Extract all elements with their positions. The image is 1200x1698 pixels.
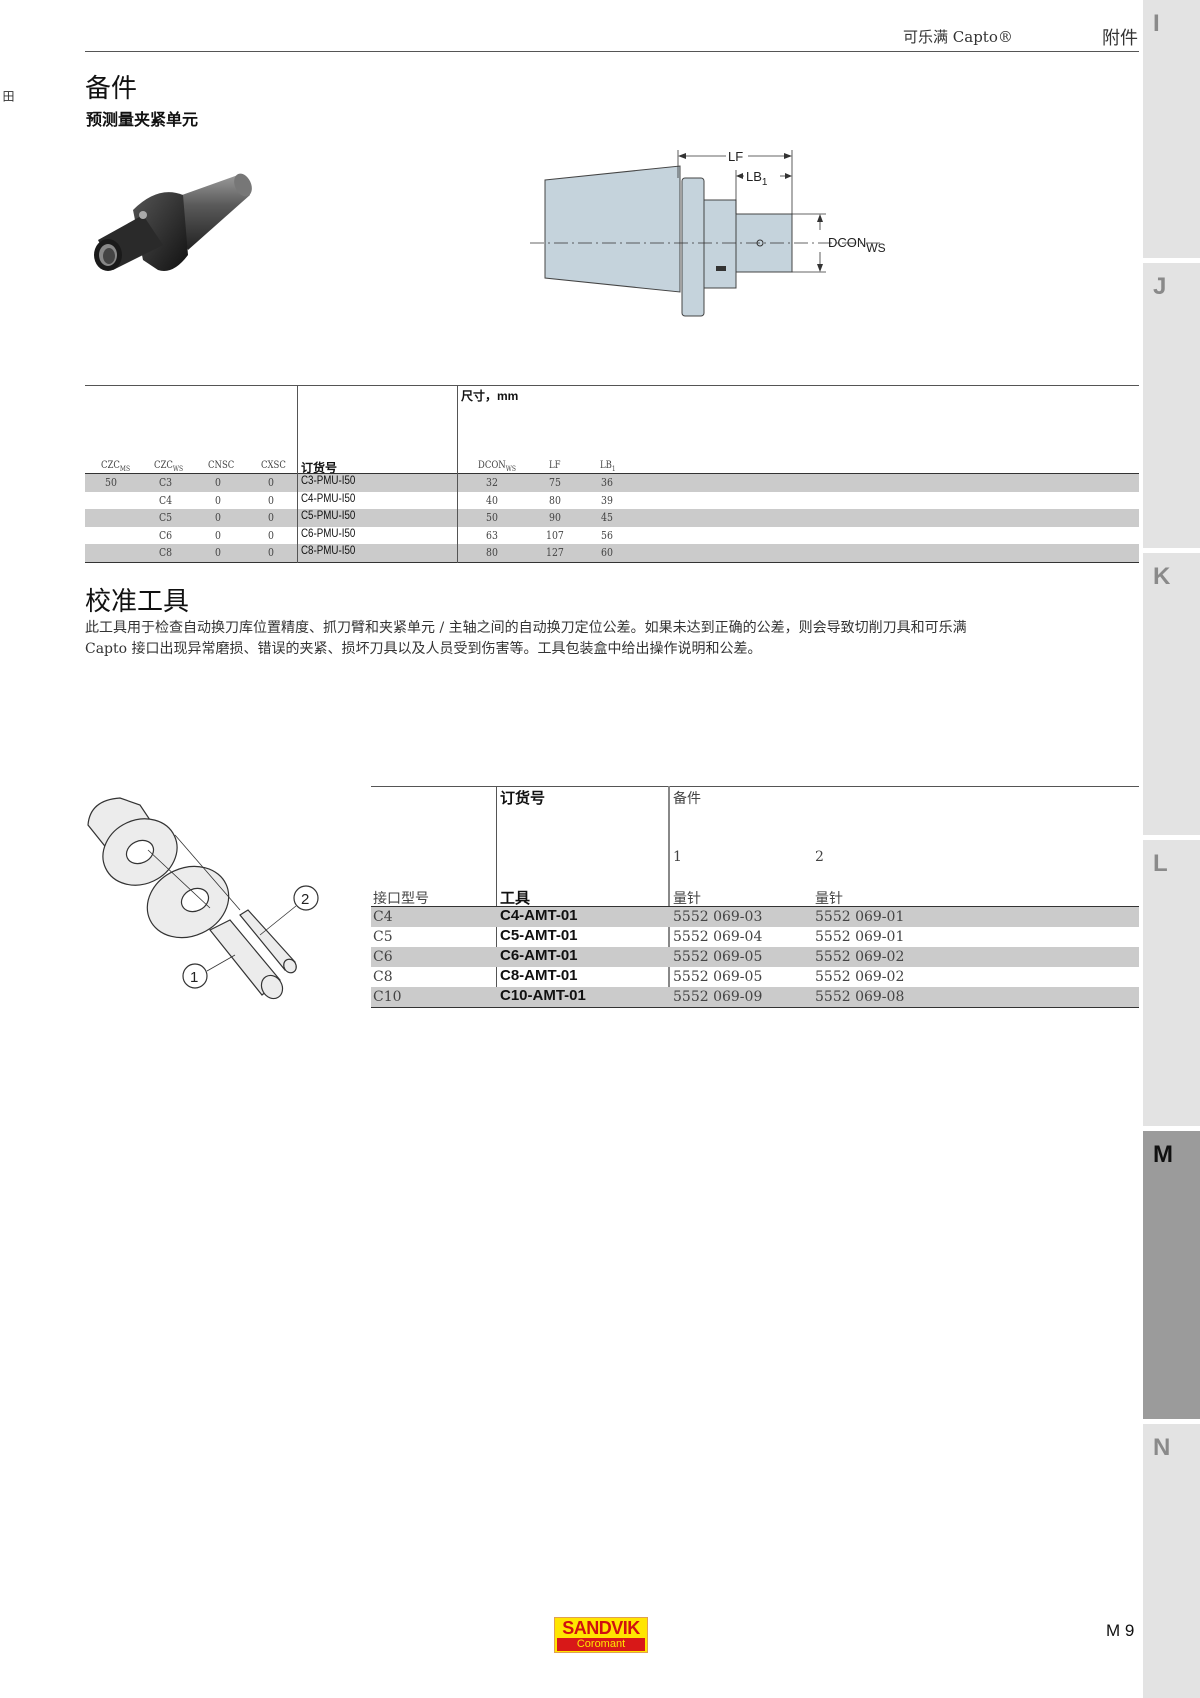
table-row: C6 0 0 C6-PMU-I50 63 107 56 bbox=[159, 527, 613, 542]
header-section-title: 附件 bbox=[1102, 28, 1138, 49]
product-image-clamping-unit bbox=[88, 165, 258, 290]
table-row: C6 C6-AMT-01 5552 069-05 5552 069-02 bbox=[371, 947, 1139, 967]
section-title-calibration-tool: 校准工具 bbox=[85, 587, 190, 617]
header-divider bbox=[85, 51, 1139, 52]
callout-1-icon: 1 bbox=[182, 954, 236, 989]
col-header-czcms: CZCMS bbox=[101, 460, 131, 473]
col-header-part-1-number: 1 bbox=[673, 849, 682, 865]
table-row: C4 0 0 C4-PMU-I50 40 80 39 bbox=[159, 492, 613, 507]
side-tab-k[interactable]: K bbox=[1143, 553, 1200, 835]
svg-text:LB1: LB1 bbox=[746, 169, 768, 188]
header-divider bbox=[371, 906, 1139, 907]
col-header-lf: LF bbox=[549, 460, 561, 471]
col-header-order-no: 订货号 bbox=[500, 790, 546, 807]
table-row: C5 0 0 C5-PMU-I50 50 90 45 bbox=[85, 509, 1139, 527]
calibration-tool-table: 订货号 备件 1 2 接口型号 工具 量针 量针 C4 C4-AMT-01 55… bbox=[371, 786, 1139, 1008]
col-header-spare-parts: 备件 bbox=[673, 791, 701, 807]
table-bottom-border bbox=[85, 562, 1139, 563]
col-header-lb1: LB1 bbox=[600, 460, 616, 473]
table-row: 50 C3 0 0 C3-PMU-I50 32 75 36 bbox=[85, 474, 1139, 492]
preset-clamping-unit-table: 尺寸，mm CZCMS CZCWS CNSC CXSC 订货号 DCONWS L… bbox=[85, 385, 1139, 565]
description-text: 此工具用于检查自动换刀库位置精度、抓刀臂和夹紧单元 / 主轴之间的自动换刀定位公… bbox=[85, 620, 967, 657]
table-top-border bbox=[85, 385, 1139, 386]
sandvik-coromant-logo: SANDVIK Coromant bbox=[554, 1617, 648, 1653]
col-header-order-no: 订货号 bbox=[301, 461, 338, 475]
side-mark: 田 bbox=[1, 90, 15, 102]
calibration-tool-illustration: 2 1 bbox=[80, 790, 330, 1005]
col-header-coupling: 接口型号 bbox=[373, 891, 429, 907]
side-tab-j[interactable]: J bbox=[1143, 263, 1200, 548]
col-header-dconws: DCONWS bbox=[478, 460, 516, 473]
side-tab-n[interactable]: N bbox=[1143, 1424, 1200, 1698]
table-row: C8 C8-AMT-01 5552 069-05 5552 069-02 bbox=[373, 967, 905, 985]
col-header-cnsc: CNSC bbox=[208, 460, 235, 471]
header-divider bbox=[85, 473, 1139, 474]
table-row: C5 C5-AMT-01 5552 069-04 5552 069-01 bbox=[373, 927, 905, 945]
col-header-part-2: 量针 bbox=[815, 891, 843, 907]
callout-2-icon: 2 bbox=[259, 885, 319, 936]
table-row: C4 C4-AMT-01 5552 069-03 5552 069-01 bbox=[371, 907, 1139, 927]
side-tab-m-active[interactable]: M bbox=[1143, 1131, 1200, 1419]
col-header-tool: 工具 bbox=[500, 890, 531, 907]
column-divider bbox=[496, 786, 497, 1007]
col-header-czcws: CZCWS bbox=[154, 460, 184, 473]
col-header-part-1: 量针 bbox=[673, 891, 701, 907]
svg-text:1: 1 bbox=[190, 969, 198, 986]
page-number: M 9 bbox=[1106, 1621, 1135, 1640]
header-brand: 可乐满 Capto® bbox=[903, 28, 1013, 46]
section-title-spare-parts: 备件 bbox=[85, 74, 138, 104]
table-bottom-border bbox=[371, 1007, 1139, 1008]
dimension-diagram: LF LB1 DCONWS bbox=[530, 140, 910, 320]
column-divider bbox=[297, 385, 298, 563]
table-top-border bbox=[371, 786, 1139, 787]
side-tab-i[interactable]: I bbox=[1143, 0, 1200, 258]
table-row: C8 0 0 C8-PMU-I50 80 127 60 bbox=[85, 544, 1139, 562]
column-divider bbox=[457, 385, 458, 563]
svg-text:DCONWS: DCONWS bbox=[828, 235, 886, 255]
table-row: C10 C10-AMT-01 5552 069-09 5552 069-08 bbox=[371, 987, 1139, 1007]
dimensions-header: 尺寸，mm bbox=[461, 389, 519, 403]
col-header-part-2-number: 2 bbox=[815, 849, 824, 865]
section-subtitle-preset-clamping-unit: 预测量夹紧单元 bbox=[86, 110, 199, 129]
svg-text:2: 2 bbox=[301, 891, 309, 908]
label-lf: LF bbox=[728, 149, 743, 164]
side-tab-l[interactable]: L bbox=[1143, 840, 1200, 1126]
col-header-cxsc: CXSC bbox=[261, 460, 286, 471]
column-divider bbox=[668, 786, 670, 1007]
